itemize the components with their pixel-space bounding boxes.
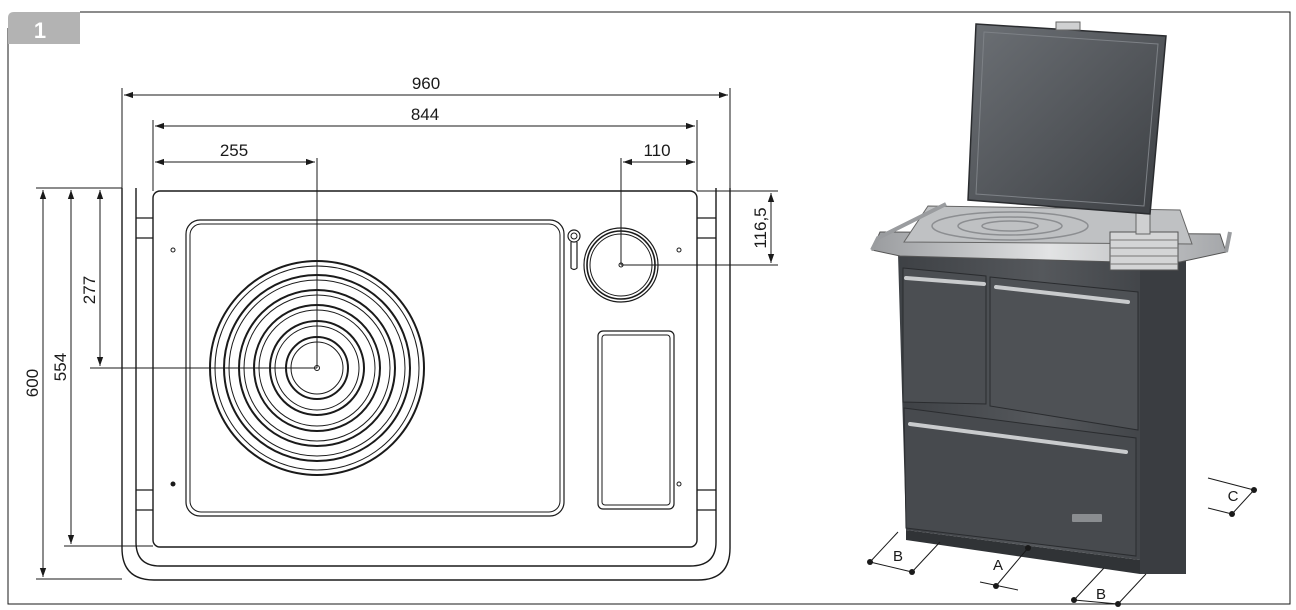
clearance-back: C (1207, 477, 1257, 517)
side-compartment (597, 330, 675, 510)
dim-top-width: 844 (155, 105, 695, 130)
fixing-screws (170, 247, 682, 487)
clearance-front: A (979, 545, 1031, 591)
dim-label-hob-center-x: 255 (220, 141, 248, 160)
dim-flue-offset-x: 110 (623, 141, 695, 166)
dim-top-depth: 554 (51, 190, 75, 544)
damper-lever (567, 229, 581, 271)
stove-top (870, 202, 1232, 271)
dim-label-top-depth: 554 (51, 353, 70, 381)
clearance-label-right: B (1096, 586, 1106, 603)
dim-flue-offset-y: 116,5 (751, 193, 775, 263)
dim-label-flue-offset-y: 116,5 (751, 207, 770, 248)
dim-overall-depth: 600 (23, 190, 47, 577)
clearance-left: B (867, 531, 941, 575)
stove-body (898, 254, 1186, 574)
perspective-view: B A B C (867, 21, 1257, 607)
clearance-label-back: C (1228, 488, 1239, 505)
rail-inner (135, 188, 717, 567)
dim-hob-center-x: 255 (155, 141, 315, 166)
figure-frame: 1 (7, 11, 1291, 605)
clearance-label-front: A (993, 557, 1003, 574)
stove-lid (967, 21, 1167, 215)
dim-label-flue-offset-x: 110 (643, 141, 670, 160)
clearance-label-left: B (893, 548, 903, 565)
top-plate (152, 190, 698, 548)
dim-hob-center-y: 277 (80, 190, 104, 366)
dim-label-hob-center-y: 277 (80, 276, 99, 304)
dim-label-overall-depth: 600 (23, 369, 42, 397)
dim-label-top-width: 844 (411, 105, 439, 124)
dim-overall-width: 960 (124, 74, 728, 99)
clearance-right: B (1071, 567, 1147, 607)
top-view: 960 844 255 110 600 554 277 116,5 (23, 74, 778, 581)
figure-number: 1 (34, 18, 46, 43)
dim-label-overall-width: 960 (412, 74, 440, 93)
figure-number-badge: 1 (8, 12, 80, 44)
rail-outer (121, 188, 731, 581)
